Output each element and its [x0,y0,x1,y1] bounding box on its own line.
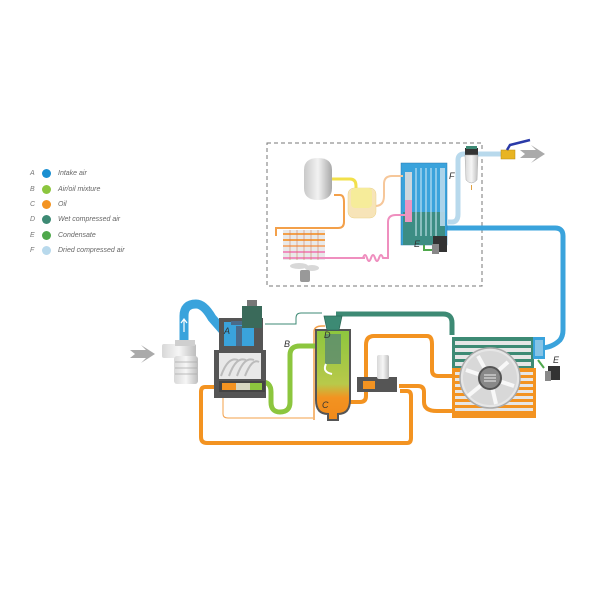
wet-air-to-dryer-pipe [446,225,566,351]
cooler-water-separator [533,337,545,359]
oil-return-loop [199,385,413,445]
legend-letter: D [30,216,36,224]
outlet-filter [464,146,479,190]
label-a: A [223,326,230,336]
oil-injection-line [313,325,325,420]
cooler-drain-valve [545,366,560,381]
legend: A Intake air B Air/oil mixture C Oil D W… [30,166,125,258]
outlet-arrow-icon [520,145,545,163]
legend-letter: F [30,247,35,255]
legend-item-wet-compressed-air: D Wet compressed air [30,212,125,227]
control-line [265,312,322,325]
legend-letter: E [30,231,35,239]
refrigerant-separator [347,187,377,219]
legend-swatch [42,169,51,179]
intake-filter [162,340,198,384]
label-f: F [449,171,455,181]
legend-swatch [42,184,51,194]
refrigerant-gas-line [328,177,358,193]
air-oil-pipe [261,343,318,415]
legend-swatch [42,215,51,225]
legend-label: Air/oil mixture [58,185,101,193]
refrigerant-condenser [283,230,325,260]
legend-label: Oil [58,200,67,208]
legend-letter: A [30,170,35,178]
legend-item-dried-compressed-air: F Dried compressed air [30,243,125,258]
wet-air-pipe [336,311,455,335]
intake-arrow-icon [180,318,188,332]
legend-label: Intake air [58,170,87,178]
refrigerant-receiver-tank [304,158,332,200]
refrigerant-suction-line [374,175,403,207]
legend-swatch [42,230,51,240]
label-b: B [284,339,290,349]
legend-letter: B [30,185,35,193]
condenser-fan [290,263,319,282]
label-c: C [322,400,329,410]
oil-thin-return [222,392,313,419]
legend-letter: C [30,200,36,208]
oil-separator [315,315,351,421]
dried-air-pipe [448,151,510,225]
dryer-drain-valve [432,236,447,254]
inlet-arrow-icon [130,345,155,363]
dryer-enclosure [266,142,483,287]
thermostatic-valve [357,355,397,392]
legend-swatch [42,246,51,256]
solenoid-valve [242,300,262,328]
cooler-condensate-pipe [537,359,545,369]
oil-from-cooler [399,384,455,413]
refrigerant-hot-line [275,194,345,236]
legend-item-condensate: E Condensate [30,228,125,243]
legend-label: Dried compressed air [58,247,125,255]
cooling-fan [459,347,521,409]
legend-item-air-oil-mixture: B Air/oil mixture [30,181,125,196]
legend-item-intake-air: A Intake air [30,166,125,181]
legend-item-oil: C Oil [30,197,125,212]
label-d: D [324,330,331,340]
label-e-dryer: E [414,239,421,249]
capillary-coil [362,214,405,262]
compressor-element [214,350,266,398]
outlet-valve [500,138,531,160]
label-e-cooler: E [553,355,560,365]
legend-swatch [42,199,51,209]
oil-to-thermostat [340,334,455,404]
legend-label: Condensate [58,231,96,239]
intake-air-pipe [179,299,230,345]
legend-label: Wet compressed air [58,216,121,224]
dryer-heat-exchanger [400,162,448,246]
